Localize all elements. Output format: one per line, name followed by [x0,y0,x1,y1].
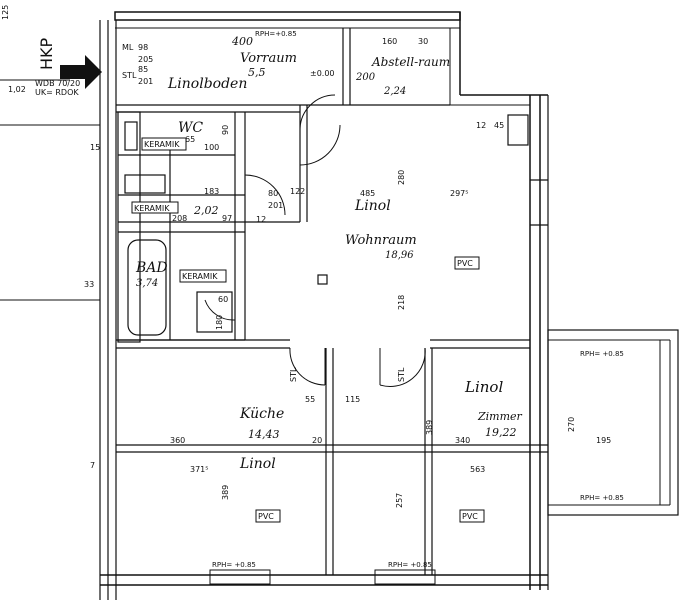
room-vorraum-area: 5,5 [248,66,266,79]
rph-balcony-top: RPH= +0.85 [580,350,624,358]
hkp-label: HKP [37,37,56,70]
uk-label: UK= RDOK [35,88,79,97]
dim-97: 97 [222,214,232,223]
dim-115: 115 [345,395,360,404]
dim-201: 201 [138,77,153,86]
dim-12-a: 12 [256,215,266,224]
dim-360: 360 [170,436,185,445]
gang-keramik: KERAMIK [134,204,170,213]
dim-122: 122 [290,187,305,196]
dim-280: 280 [397,170,406,185]
dim-400: 400 [231,35,253,48]
room-kueche-name: Küche [239,406,284,422]
dim-98: 98 [138,43,148,52]
stl-left: STL [289,367,298,382]
dim-389-a: 389 [221,485,230,500]
room-vorraum-name: Vorraum [240,51,297,66]
room-abstellraum-dims: 200 [355,72,376,83]
labels: 1,02 125 HKP WDB 70/20 UK= RDOK ML 98 20… [1,5,624,569]
dim-55: 55 [305,395,315,404]
hkp-arrow-icon [60,55,102,89]
wdb-label: WDB 70/20 [35,79,80,88]
dim-85: 85 [138,65,148,74]
dim-100: 100 [204,143,219,152]
room-kueche-area: 14,43 [248,428,280,441]
dim-563: 563 [470,465,485,474]
dim-90: 90 [221,125,230,135]
dim-297: 297⁵ [450,189,468,198]
dim-30-top: 30 [418,37,428,46]
dim-208: 208 [172,214,187,223]
wc-keramik: KERAMIK [144,140,180,149]
door-swings [204,94,426,388]
dim-45: 45 [494,121,504,130]
rph-bottom-left: RPH= +0.85 [212,561,256,569]
inner-walls [116,28,548,575]
room-wc-name: WC [178,120,203,136]
level-zero: ±0.00 [310,69,335,78]
room-abstellraum-area: 2,24 [383,86,406,97]
zimmer-pvc: PVC [462,512,478,521]
rph-balcony-bottom: RPH= +0.85 [580,494,624,502]
room-bad-area: 3,74 [136,278,158,289]
stl-right: STL [397,367,406,382]
room-vorraum-floor: Linolboden [167,76,247,92]
bad-keramik: KERAMIK [182,272,218,281]
room-zimmer-area: 19,22 [485,426,517,439]
dim-125: 125 [1,5,10,20]
dim-183: 183 [204,187,219,196]
room-abstellraum-name: Abstell-raum [371,55,450,69]
dim-389-b: 389 [425,420,434,435]
dim-257: 257 [395,493,404,508]
wohnraum-pvc: PVC [457,259,473,268]
dim-485: 485 [360,189,375,198]
dim-80: 80 [268,189,278,198]
dim-15: 15 [90,143,100,152]
dim-218: 218 [397,295,406,310]
room-kueche-floor: Linol [239,456,276,472]
dim-65: 65 [185,135,195,144]
ml-label: ML [122,43,134,52]
stl-label: STL [122,71,137,80]
room-gang-area: 2,02 [193,204,219,217]
dim-60: 60 [218,295,228,304]
dim-371: 371⁵ [190,465,208,474]
outer-walls [0,11,679,600]
dim-33: 33 [84,280,94,289]
kueche-pvc: PVC [258,512,274,521]
dim-205: 205 [138,55,153,64]
rph-bottom-right: RPH= +0.85 [388,561,432,569]
room-zimmer-name: Zimmer [477,410,523,423]
dim-20: 20 [312,436,322,445]
dim-340: 340 [455,436,470,445]
dim-12-b: 12 [476,121,486,130]
dim-1-02: 1,02 [8,85,26,94]
dim-180: 180 [215,315,224,330]
dim-160: 160 [382,37,397,46]
room-zimmer-floor: Linol [464,378,503,396]
rph-top: RPH=+0.85 [255,30,297,38]
room-bad-name: BAD [135,260,168,276]
dim-270: 270 [567,417,576,432]
dim-201-b: 201 [268,201,283,210]
room-wohnraum-area: 18,96 [385,250,414,261]
dim-7: 7 [90,461,95,470]
room-wohnraum-name: Wohnraum [345,233,417,248]
dim-195: 195 [596,436,611,445]
room-wohnraum-floor: Linol [354,198,391,214]
